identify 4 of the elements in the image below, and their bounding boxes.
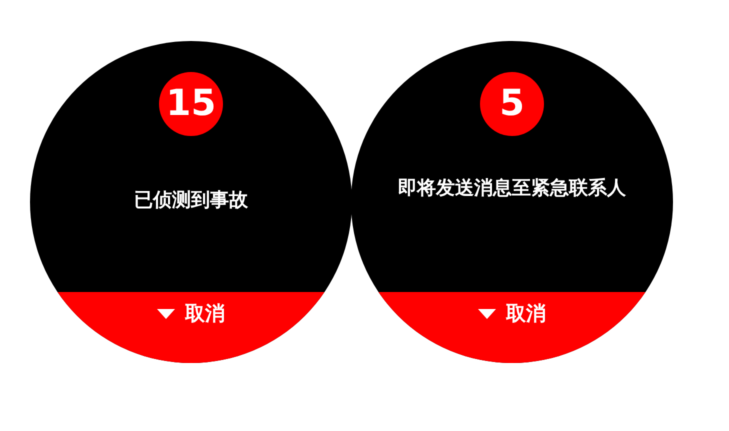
alert-message: 即将发送消息至紧急联系人 (397, 176, 627, 201)
countdown-badge: 15 (159, 72, 223, 136)
countdown-badge: 5 (480, 72, 544, 136)
alert-message: 已侦测到事故 (133, 188, 249, 213)
